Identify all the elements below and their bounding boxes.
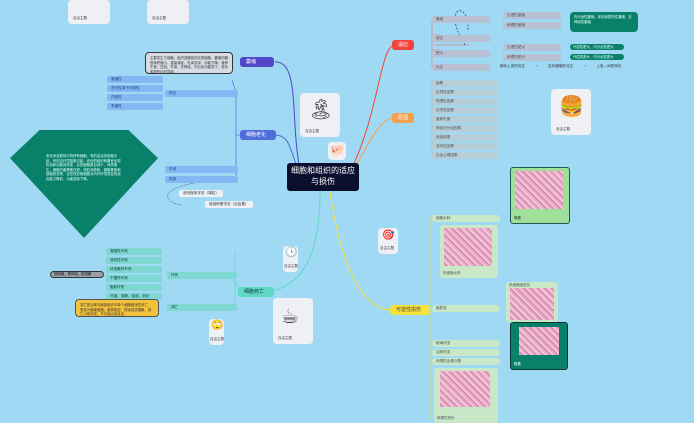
branch-causes[interactable]: 原因 — [392, 113, 415, 123]
coffee-card[interactable]: ☕ 自由主题 — [273, 298, 313, 344]
hypertrophy-note: 代偿性肥大、内分泌性肥大 — [570, 54, 624, 60]
free-topic-card[interactable]: 自由主题 — [68, 0, 110, 24]
necrosis-type[interactable]: 脂肪坏死 — [106, 284, 162, 291]
target-icon: 🎯 — [382, 230, 395, 241]
telomere-theory[interactable]: 遗传程序学说（端粒） — [179, 190, 223, 197]
cause-item[interactable]: 遗传性因素 — [432, 143, 498, 150]
island-icon: 🏝 — [308, 97, 334, 121]
histology-slide[interactable]: 肝细胞脂肪变 — [506, 282, 558, 322]
fast-food-card[interactable]: 🍔 自由主题 — [551, 89, 591, 135]
clock-icon: 🕓 — [285, 247, 298, 258]
hamburger-icon: 🍔 — [559, 94, 584, 118]
branch-adaptation[interactable]: 适应 — [392, 40, 415, 50]
pig-card[interactable]: 🐖 — [328, 142, 346, 160]
reversible-item[interactable]: 细胞水肿 — [432, 215, 500, 222]
cause-item[interactable]: 神经内分泌因素 — [432, 125, 498, 132]
necrosis-type[interactable]: 凝固性坏死 — [106, 248, 162, 255]
patho-atrophy[interactable]: 病理性萎缩 — [503, 22, 561, 29]
cause-item[interactable]: 化学性因素 — [432, 107, 498, 114]
free-topic-card[interactable]: 自由主题 — [147, 0, 189, 24]
central-topic[interactable]: 细胞和组织的适应与损伤 — [287, 163, 359, 191]
smiley-card[interactable]: 🙄 自由主题 — [209, 319, 224, 345]
aging-mechanism-label[interactable]: 机制 — [165, 176, 238, 183]
branch-atrophy-note[interactable]: 萎缩 — [240, 57, 274, 67]
necrosis-type[interactable]: 坏疽、溶解、吸收、机化 — [106, 293, 162, 300]
cause-item[interactable]: 营养失衡 — [432, 116, 498, 123]
histology-slide[interactable]: 病理性钙化 — [434, 368, 498, 423]
histology-slide[interactable]: 肝细胞水肿 — [440, 225, 498, 278]
physio-atrophy[interactable]: 生理性萎缩 — [503, 12, 561, 19]
arrow-icon: → — [583, 64, 587, 68]
aging-theory-label[interactable]: 学说 — [165, 166, 238, 173]
adaptation-metaplasia[interactable]: 化生 — [432, 64, 490, 71]
histology-image — [444, 228, 492, 266]
target-card[interactable]: 🎯 自由主题 — [378, 228, 398, 254]
metaplasia-chain: 鳞状上皮的化生 → 柱状细胞的化生 → 上皮—间质转化 — [500, 64, 622, 68]
summary-slide-teal[interactable]: 概要 — [510, 322, 568, 370]
necrosis-type[interactable]: 纤维素样坏死 — [106, 266, 162, 273]
adaptation-atrophy[interactable]: 萎缩 — [432, 16, 490, 23]
atrophy-note: 内分泌性萎缩、老化和损伤性萎缩、去神经性萎缩 — [570, 12, 638, 32]
branch-cell-death[interactable]: 细胞死亡 — [238, 287, 274, 297]
reversible-item[interactable]: 玻璃样变 — [432, 340, 500, 347]
adaptation-hyperplasia[interactable]: 增生 — [432, 35, 490, 42]
branch-reversible-injury[interactable]: 可逆性损伤 — [390, 305, 430, 315]
island-card[interactable]: 🏝 自由主题 — [300, 93, 340, 137]
aging-feature[interactable]: 普遍性 — [107, 76, 163, 83]
cause-item[interactable]: 物理性因素 — [432, 98, 498, 105]
necrosis-types: 凝固性坏死 液化性坏死 纤维素样坏死 干酪样坏死 脂肪坏死 坏疽、溶解、吸收、机… — [106, 248, 162, 302]
pig-icon: 🐖 — [330, 143, 345, 157]
branch-aging[interactable]: 细胞老化 — [240, 130, 276, 140]
atrophy-description-note: 主要发生于细胞、组织或器官的实质细胞，萎缩的器官体积缩小，重量减轻，色泽变深，功… — [145, 52, 233, 74]
necrosis-label[interactable]: 坏死 — [167, 272, 237, 279]
aging-feature[interactable]: 进行性或不可逆性 — [107, 85, 163, 92]
reversible-item[interactable]: 脂肪变 — [432, 305, 500, 312]
necrosis-type[interactable]: 干酪样坏死 — [106, 275, 162, 282]
necrosis-type[interactable]: 液化性坏死 — [106, 257, 162, 264]
gem-note-text: 老化涉及群体中的所有细胞，有的由遗传因素引起，有的由环境因素引起，老化的组织和器… — [46, 154, 121, 181]
physio-hypertrophy[interactable]: 生理性肥大 — [503, 44, 561, 51]
histology-image — [515, 171, 563, 209]
nucleus-change-note: 核固缩、核碎裂、核溶解 — [50, 271, 104, 278]
cause-item[interactable]: 生物性因素 — [432, 89, 498, 96]
reversible-item[interactable]: 淀粉样变 — [432, 349, 500, 356]
aging-feature[interactable]: 有害性 — [107, 103, 163, 110]
patho-hypertrophy[interactable]: 病理性肥大 — [503, 54, 561, 61]
free-radical-theory[interactable]: 错误积累学说（自由基） — [205, 201, 253, 208]
histology-image — [440, 371, 490, 407]
histology-image — [510, 288, 554, 320]
aging-features: 普遍性 进行性或不可逆性 内因性 有害性 — [107, 76, 163, 112]
cause-item[interactable]: 免疫因素 — [432, 134, 498, 141]
histology-image — [519, 327, 559, 355]
aging-feature-label[interactable]: 特征 — [165, 90, 238, 97]
clock-card[interactable]: 🕓 自由主题 — [283, 246, 298, 272]
summary-slide[interactable]: 概要 — [510, 167, 570, 224]
reversible-item[interactable]: 病理性色素沉着 — [432, 358, 500, 365]
arrow-icon: → — [535, 64, 539, 68]
causes-list: 缺氧 生物性因素 物理性因素 化学性因素 营养失衡 神经内分泌因素 免疫因素 遗… — [432, 80, 498, 161]
apoptosis-note: 凋亡是活体内局部组织中单个细胞程序性死亡，表现为胞膜皱缩、胞质致密、核染色质凝聚… — [75, 299, 159, 317]
smiley-icon: 🙄 — [211, 320, 224, 331]
adaptation-hypertrophy[interactable]: 肥大 — [432, 50, 490, 57]
coffee-icon: ☕ — [281, 304, 299, 328]
aging-feature[interactable]: 内因性 — [107, 94, 163, 101]
cause-item[interactable]: 缺氧 — [432, 80, 498, 87]
hypertrophy-note: 代偿性肥大、内分泌性肥大 — [570, 44, 624, 50]
cause-item[interactable]: 社会心理因素 — [432, 152, 498, 159]
apoptosis-label[interactable]: 凋亡 — [167, 304, 237, 311]
